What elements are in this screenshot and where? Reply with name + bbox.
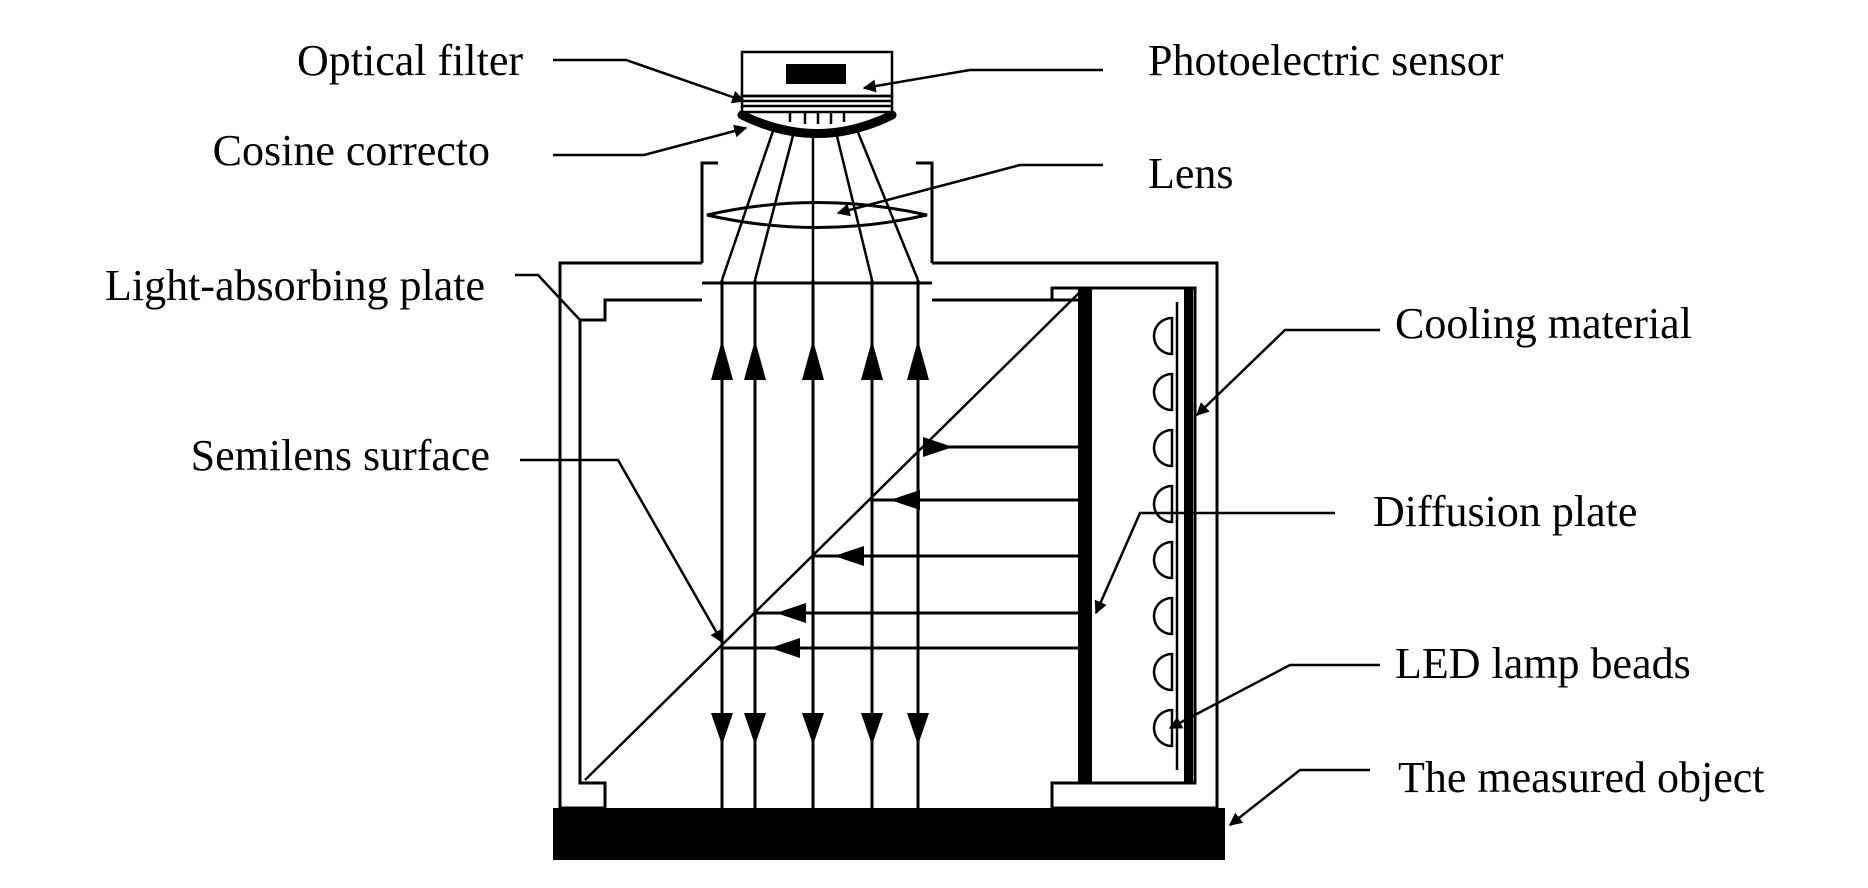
horizontal-rays <box>721 437 1078 658</box>
label-photoelectric-sensor: Photoelectric sensor <box>1148 36 1504 85</box>
led-lamp-beads <box>1152 316 1174 748</box>
label-semilens-surface: Semilens surface <box>191 431 490 480</box>
down-arrows <box>711 713 929 745</box>
label-cosine-corrector: Cosine correcto <box>213 126 490 175</box>
lens-tube <box>700 161 934 263</box>
measured-object <box>553 808 1225 860</box>
semilens-surface <box>584 289 1083 781</box>
sensor-housing <box>740 50 894 98</box>
converging-rays <box>720 124 920 281</box>
photoelectric-sensor-chip <box>786 64 846 84</box>
leader-lines <box>515 58 1380 826</box>
label-light-absorbing-plate: Light-absorbing plate <box>105 261 485 310</box>
label-diffusion-plate: Diffusion plate <box>1373 487 1637 536</box>
main-housing <box>558 261 1219 810</box>
label-optical-filter: Optical filter <box>297 36 523 85</box>
diffusion-plate <box>1078 288 1092 783</box>
label-lens: Lens <box>1148 149 1234 198</box>
label-measured-object: The measured object <box>1398 753 1765 802</box>
label-cooling-material: Cooling material <box>1395 299 1692 348</box>
cooling-material <box>1184 288 1193 783</box>
cosine-corrector <box>737 110 897 138</box>
up-arrows <box>711 340 929 380</box>
label-led-lamp-beads: LED lamp beads <box>1395 639 1691 688</box>
optical-filter <box>740 94 894 114</box>
filter-fibers <box>788 112 846 124</box>
